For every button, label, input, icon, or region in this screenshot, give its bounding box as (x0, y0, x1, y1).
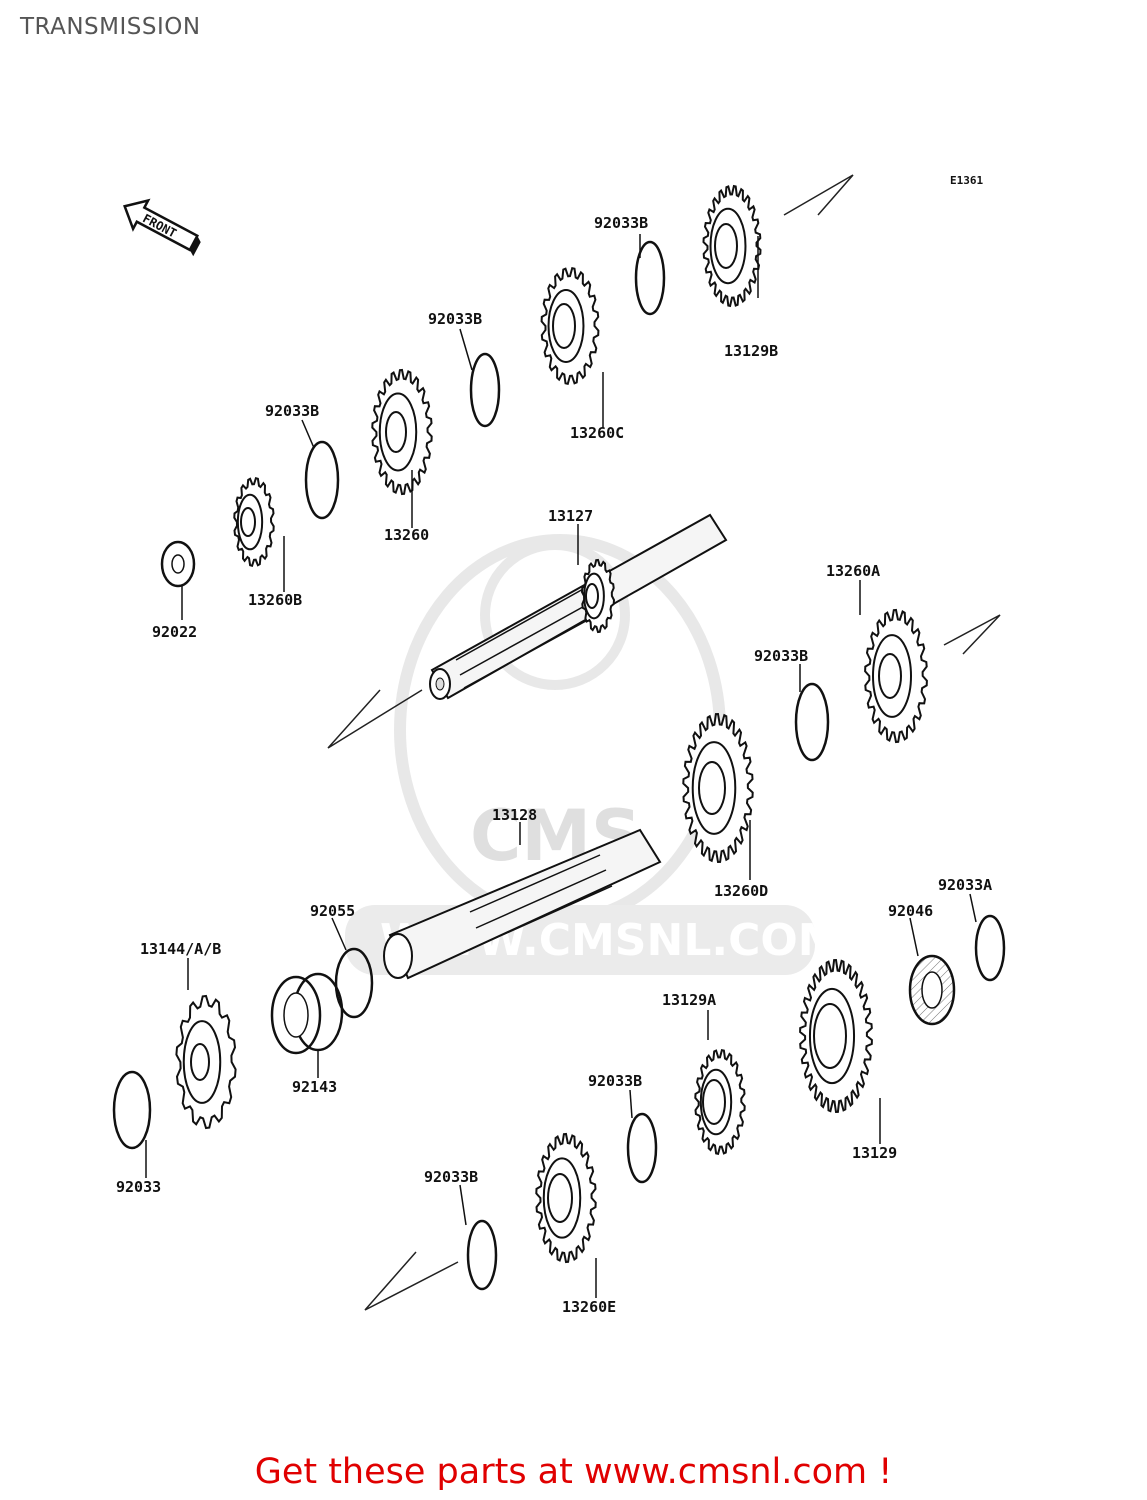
footer-link[interactable]: Get these parts at www.cmsnl.com ! (254, 1452, 893, 1492)
label-13260E: 13260E (562, 1298, 616, 1316)
diagram-code: E1361 (950, 174, 983, 187)
label-13129A: 13129A (662, 991, 716, 1009)
label-92055: 92055 (310, 902, 355, 920)
gear-13127-teeth-bore (585, 583, 599, 609)
gear-13127-teeth-hub (583, 572, 605, 620)
gear-13129A (694, 1049, 746, 1155)
gear-13260B (233, 476, 275, 568)
shaft-13128 (383, 828, 662, 980)
gear-13260E-hub (542, 1157, 582, 1239)
gear-13144-hub (182, 1020, 222, 1104)
label-13260D: 13260D (714, 882, 768, 900)
label-13127: 13127 (548, 507, 593, 525)
part-labels: 92033B 13129B 92033B 13260C 92033B 13260… (116, 214, 992, 1316)
gear-13129A-hub (699, 1068, 733, 1136)
collar-92143 (270, 972, 344, 1055)
label-92033B-f: 92033B (424, 1168, 478, 1186)
label-92033B-d: 92033B (754, 647, 808, 665)
label-13144: 13144/A/B (140, 940, 221, 958)
gears (175, 184, 928, 1264)
bearing-92046 (908, 954, 956, 1026)
leader-lines (145, 234, 977, 1298)
label-92033A: 92033A (938, 876, 992, 894)
gear-13260B-bore (240, 507, 256, 537)
axis-arrows (327, 174, 1001, 1311)
label-92046: 92046 (888, 902, 933, 920)
gear-13260E-bore (547, 1173, 573, 1223)
gear-13260A-hub (872, 634, 912, 718)
label-13260B: 13260B (248, 591, 302, 609)
gear-13129 (799, 958, 873, 1114)
gear-13144 (175, 994, 237, 1130)
front-arrow-icon: FRONT (123, 198, 201, 257)
label-13260C: 13260C (570, 424, 624, 442)
label-13260: 13260 (384, 526, 429, 544)
circlips (112, 240, 1006, 1291)
gear-13260D-hub (691, 741, 737, 835)
gear-13144-bore (190, 1043, 210, 1081)
gear-13260D (682, 712, 754, 864)
gear-13260-bore (385, 411, 407, 453)
gear-13260A (864, 608, 928, 744)
label-92033B-c: 92033B (265, 402, 319, 420)
label-92143: 92143 (292, 1078, 337, 1096)
gear-13260C-bore (552, 303, 576, 349)
gear-13260E (535, 1132, 597, 1264)
gear-13260C-hub (547, 289, 585, 363)
gear-13129B-hub (709, 207, 747, 285)
label-92033B-e: 92033B (588, 1072, 642, 1090)
gear-13129-hub (808, 987, 856, 1085)
gear-13260B-hub (236, 493, 264, 551)
label-92033B-b: 92033B (428, 310, 482, 328)
gear-13129B-bore (714, 223, 738, 269)
label-92022: 92022 (152, 623, 197, 641)
gear-13260 (371, 368, 433, 496)
label-13128: 13128 (492, 806, 537, 824)
gear-13127-teeth (580, 558, 616, 634)
shaft-13127 (429, 513, 728, 700)
label-13129B: 13129B (724, 342, 778, 360)
gear-13129B (702, 184, 762, 308)
gear-13129A-bore (702, 1079, 726, 1125)
gear-13260-hub (378, 392, 418, 472)
label-13129: 13129 (852, 1144, 897, 1162)
gear-13260D-bore (698, 761, 726, 815)
label-13260A: 13260A (826, 562, 880, 580)
page-title: TRANSMISSION (20, 14, 201, 40)
gear-13260C (540, 267, 600, 385)
gear-13129-bore (813, 1003, 847, 1069)
washer-92022 (160, 540, 196, 588)
label-92033B-a: 92033B (594, 214, 648, 232)
gear-13260A-bore (878, 653, 902, 699)
label-92033: 92033 (116, 1178, 161, 1196)
